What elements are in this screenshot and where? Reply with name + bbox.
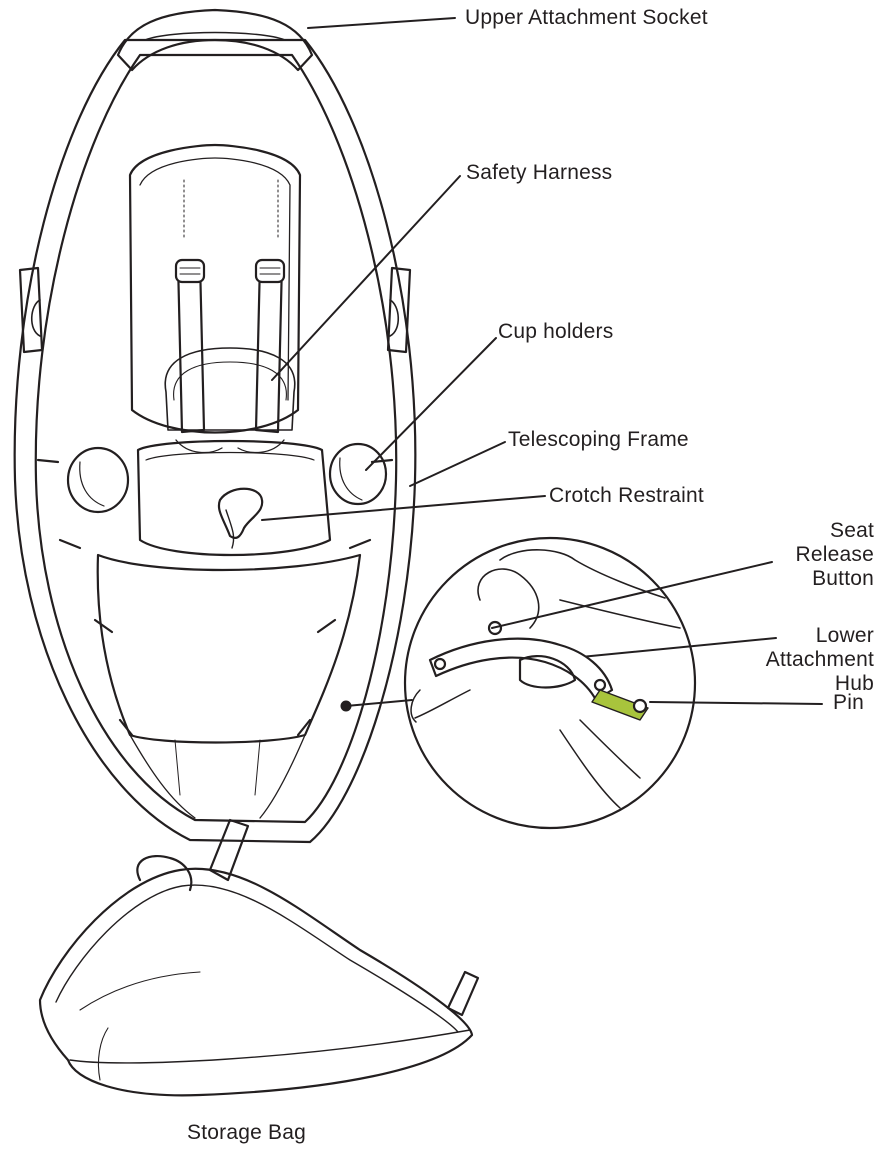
label-seat-release-button-line1: Seat bbox=[754, 519, 874, 543]
label-cup-holders: Cup holders bbox=[498, 320, 613, 344]
detail-anchor-dot bbox=[342, 702, 351, 711]
detail-circle bbox=[405, 538, 695, 828]
label-seat-release-button-line2: Release bbox=[754, 543, 874, 567]
leader-telescoping-frame bbox=[410, 442, 505, 486]
leader-cup-holders bbox=[366, 338, 496, 470]
label-pin: Pin bbox=[833, 691, 864, 715]
detail-view bbox=[405, 538, 695, 828]
label-seat-release-button-line3: Button bbox=[754, 567, 874, 591]
label-lower-attachment-hub-line2: Attachment bbox=[734, 648, 874, 672]
label-crotch-restraint: Crotch Restraint bbox=[549, 484, 704, 508]
seat-illustration bbox=[15, 10, 416, 842]
leader-detail-view bbox=[346, 700, 412, 706]
cup-holder-right bbox=[330, 444, 386, 504]
crotch-restraint bbox=[219, 489, 262, 538]
leader-pin bbox=[650, 702, 822, 704]
cup-holder-left bbox=[68, 448, 128, 512]
label-lower-attachment-hub: Lower Attachment Hub bbox=[734, 624, 874, 696]
label-upper-attachment-socket: Upper Attachment Socket bbox=[465, 6, 708, 30]
storage-bag-body bbox=[40, 869, 472, 1096]
label-telescoping-frame: Telescoping Frame bbox=[508, 428, 689, 452]
seat-lower-body bbox=[98, 555, 360, 743]
label-lower-attachment-hub-line1: Lower bbox=[734, 624, 874, 648]
leader-upper-attachment-socket bbox=[308, 18, 455, 28]
leader-lines bbox=[262, 18, 822, 711]
storage-bag-illustration bbox=[40, 820, 478, 1095]
storage-bag-strap-right bbox=[448, 972, 478, 1015]
safety-harness bbox=[165, 180, 295, 432]
label-storage-bag: Storage Bag bbox=[187, 1121, 306, 1145]
seat-back bbox=[130, 145, 300, 433]
label-safety-harness: Safety Harness bbox=[466, 161, 612, 185]
leader-crotch-restraint bbox=[262, 496, 545, 520]
label-seat-release-button: Seat Release Button bbox=[754, 519, 874, 591]
